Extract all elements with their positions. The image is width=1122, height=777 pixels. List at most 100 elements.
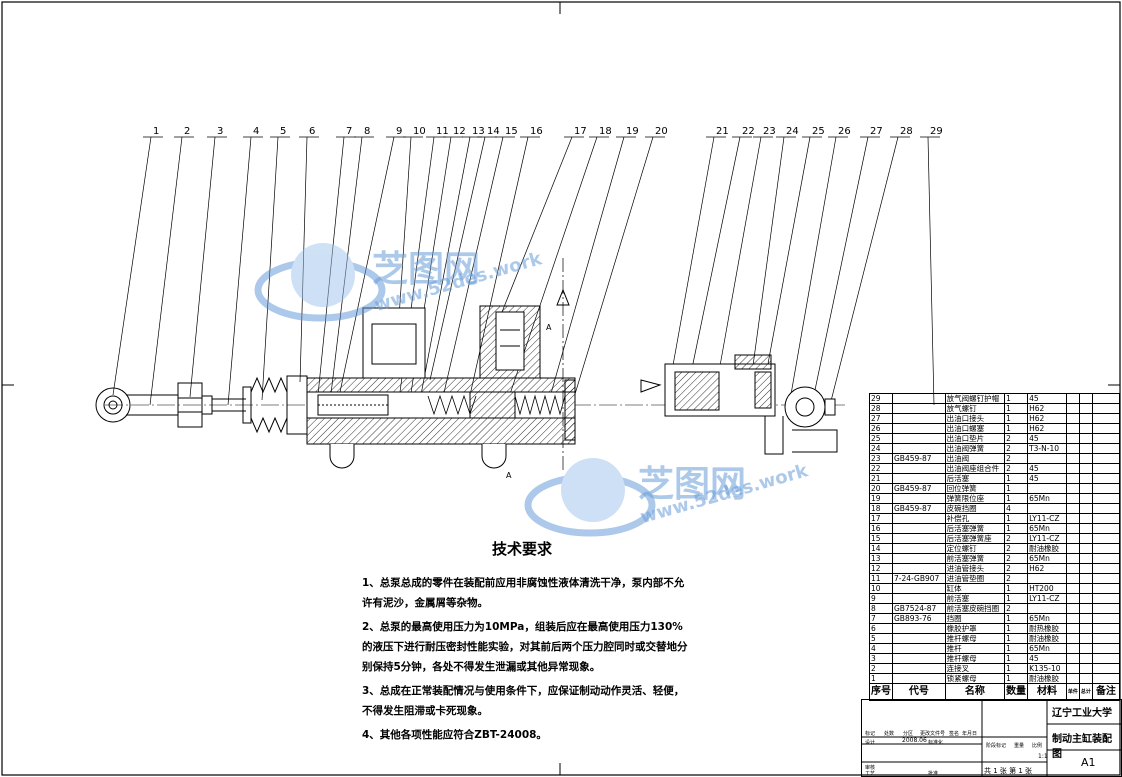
parts-cell-empty [1078, 623, 1093, 634]
parts-cell-code [892, 523, 946, 534]
parts-cell-material: H62 [1027, 563, 1067, 574]
parts-cell-name: 推杆 [944, 643, 1006, 654]
parts-cell-code [892, 493, 946, 504]
parts-cell-name: 后活塞 [944, 473, 1006, 484]
parts-cell-qty: 1 [1004, 583, 1029, 594]
parts-cell-code [892, 553, 946, 564]
parts-cell-code [892, 653, 946, 664]
parts-cell-qty: 1 [1004, 423, 1029, 434]
parts-cell-empty [1078, 573, 1093, 584]
parts-cell-code [892, 423, 946, 434]
parts-cell-name: 皮碗挡圈 [944, 503, 1006, 514]
parts-cell-no: 14 [869, 543, 893, 554]
section-mark-b: A [546, 323, 552, 332]
parts-cell-material [1027, 573, 1067, 584]
parts-cell-empty [1091, 643, 1121, 654]
parts-cell-empty [1065, 583, 1080, 594]
parts-cell-no: 25 [869, 433, 893, 444]
drawing-title: 制动主缸装配图 [1052, 734, 1112, 760]
parts-cell-qty: 1 [1004, 393, 1029, 404]
tb-label-count: 处数 [884, 731, 895, 737]
parts-cell-empty [1091, 523, 1121, 534]
parts-cell-empty [1091, 413, 1121, 424]
parts-cell-empty [1091, 453, 1121, 464]
parts-cell-empty [1078, 533, 1093, 544]
callout-number: 19 [626, 126, 639, 137]
parts-cell-no: 26 [869, 423, 893, 434]
parts-cell-code [892, 533, 946, 544]
parts-cell-qty: 2 [1004, 533, 1029, 544]
callout-leader [467, 136, 529, 405]
parts-cell-name: 后活塞弹簧 [944, 523, 1006, 534]
parts-cell-no: 18 [869, 503, 893, 514]
callout-leader [439, 136, 504, 411]
parts-cell-material: H62 [1027, 403, 1067, 414]
parts-cell-material: LY11-CZ [1027, 533, 1067, 544]
parts-cell-name: 前活塞皮碗挡圈 [944, 603, 1006, 614]
parts-cell-empty [1091, 493, 1121, 504]
tech-requirement-item: 1、总泵总成的零件在装配前应用非腐蚀性液体清洗干净，泵内部不允许有泥沙，金属屑等… [362, 577, 685, 609]
parts-cell-no: 29 [869, 393, 893, 404]
parts-cell-no: 15 [869, 533, 893, 544]
parts-cell-qty: 1 [1004, 633, 1029, 644]
parts-cell-name: 推杆螺母 [944, 633, 1006, 644]
parts-cell-empty [1078, 543, 1093, 554]
tb-label-stage: 阶段标记 [986, 743, 1007, 749]
parts-cell-empty [1091, 543, 1121, 554]
callout-leader [829, 136, 899, 406]
callout-number: 7 [346, 126, 352, 137]
parts-cell-qty: 1 [1004, 613, 1029, 624]
parts-cell-empty [1065, 633, 1080, 644]
parts-cell-empty [1065, 463, 1080, 474]
parts-cell-empty [1078, 453, 1093, 464]
parts-cell-code: GB459-87 [892, 483, 946, 494]
parts-cell-qty: 4 [1004, 503, 1029, 514]
callout-number: 4 [253, 126, 259, 137]
parts-cell-name: 出油阀座组合件 [944, 463, 1006, 474]
parts-cell-name: 出油阀 [944, 453, 1006, 464]
parts-cell-no: 11 [869, 573, 893, 584]
parts-cell-empty [1091, 403, 1121, 414]
parts-cell-material: 65Mn [1027, 613, 1067, 624]
parts-cell-no: 1 [869, 673, 893, 684]
tb-label-change: 更改文件号 [920, 731, 946, 737]
parts-cell-code [892, 633, 946, 644]
parts-cell-no: 9 [869, 593, 893, 604]
callout-number: 3 [217, 126, 223, 137]
parts-cell-qty: 1 [1004, 653, 1029, 664]
parts-cell-no: 16 [869, 523, 893, 534]
parts-cell-no: 7 [869, 613, 893, 624]
parts-cell-empty [1091, 563, 1121, 574]
callout-leader [227, 136, 252, 406]
parts-cell-no: 4 [869, 643, 893, 654]
parts-cell-name: 锁紧螺母 [944, 673, 1006, 684]
parts-cell-qty: 1 [1004, 643, 1029, 654]
callout-leader [689, 136, 741, 379]
parts-cell-no: 17 [869, 513, 893, 524]
callout-leader [339, 136, 395, 393]
parts-cell-no: 20 [869, 483, 893, 494]
parts-cell-empty [1091, 393, 1121, 404]
parts-cell-empty [1065, 433, 1080, 444]
parts-cell-no: 10 [869, 583, 893, 594]
callout-number: 21 [716, 126, 729, 137]
callout-number: 5 [280, 126, 286, 137]
parts-cell-no: 27 [869, 413, 893, 424]
parts-cell-material: H62 [1027, 423, 1067, 434]
tb-label-sign: 签名 [949, 731, 960, 737]
parts-cell-material: HT200 [1027, 583, 1067, 594]
parts-cell-name: 进油管垫圈 [944, 573, 1006, 584]
parts-cell-code [892, 563, 946, 574]
parts-cell-code [892, 673, 946, 684]
callout-number: 13 [472, 126, 485, 137]
parts-cell-name: 出油口接头 [944, 413, 1006, 424]
callout-leader [927, 136, 935, 406]
tech-requirement-item: 2、总泵的最高使用压力为10MPa，组装后应在最高使用压力130%的液压下进行耐… [362, 621, 688, 673]
